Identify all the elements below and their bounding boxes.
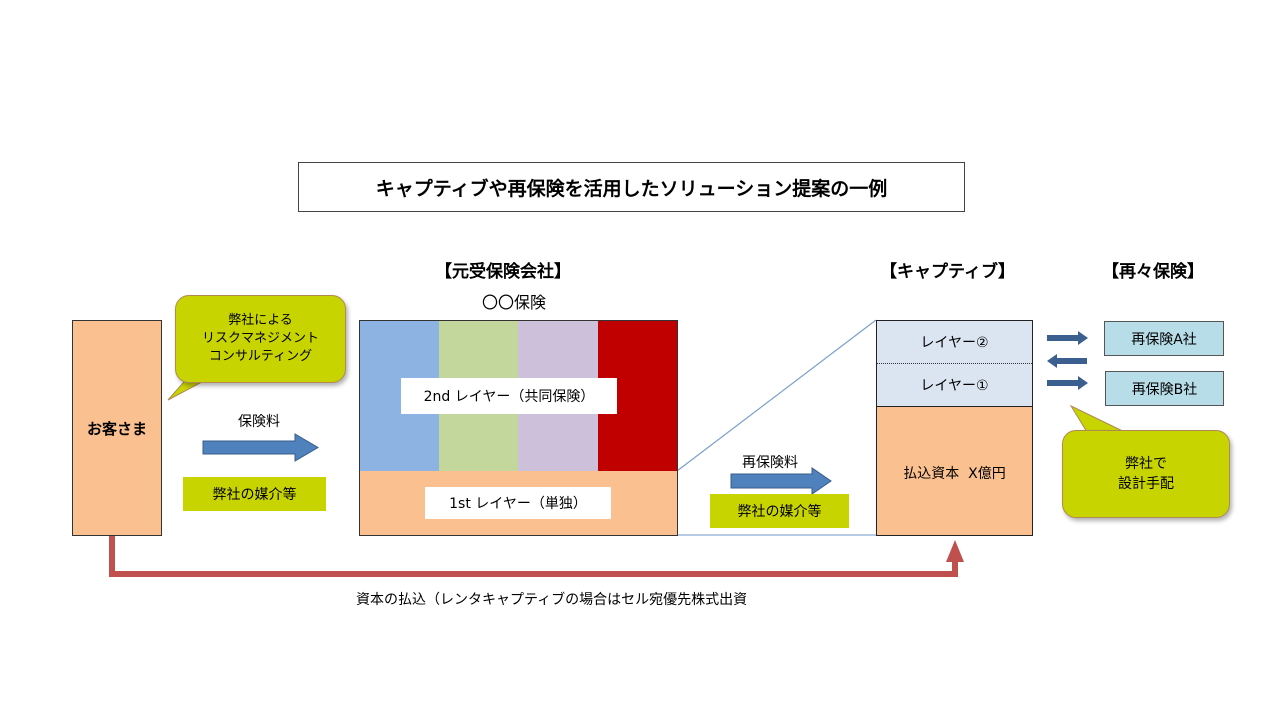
- arrow-to-reinsurer-a: [1047, 331, 1088, 345]
- primary-insurer-name: 〇〇保険: [482, 293, 547, 312]
- brokerage-label: 弊社の媒介等: [737, 504, 822, 520]
- premium-label: 保険料: [238, 414, 280, 430]
- page-title: キャプティブや再保険を活用したソリューション提案の一例: [298, 162, 965, 212]
- reinsurer-b-box: 再保険B社: [1105, 371, 1224, 406]
- captive-capital: 払込資本 X億円: [903, 466, 1006, 482]
- premium-arrow: [202, 433, 319, 462]
- retrocession-heading: 【再々保険】: [1102, 262, 1204, 282]
- captive-layer2: レイヤー②: [877, 321, 1032, 364]
- captive-box: レイヤー② レイヤー① 払込資本 X億円: [876, 320, 1033, 536]
- consulting-bubble: 弊社による リスクマネジメント コンサルティング: [175, 295, 346, 383]
- layer2-label: 2nd レイヤー（共同保険）: [401, 378, 617, 414]
- customer-label: お客さま: [86, 419, 147, 438]
- primary-insurer-heading: 【元受保険会社】: [435, 262, 571, 282]
- design-line: 弊社で: [1125, 456, 1167, 472]
- captive-layer1: レイヤー①: [877, 364, 1032, 407]
- brokerage-label: 弊社の媒介等: [212, 487, 297, 503]
- design-line: 設計手配: [1118, 476, 1174, 492]
- consulting-line: リスクマネジメント: [201, 331, 319, 346]
- projection-line-top: [676, 319, 877, 472]
- layer1-label: 1st レイヤー（単独）: [425, 487, 611, 519]
- brokerage-box: 弊社の媒介等: [183, 477, 326, 511]
- capital-arrowhead: [946, 540, 964, 562]
- reinsurance-premium-label: 再保険料: [742, 455, 798, 471]
- brokerage-box-2: 弊社の媒介等: [710, 494, 849, 528]
- reinsurer-a-box: 再保険A社: [1104, 321, 1224, 356]
- arrow-from-reinsurer: [1047, 354, 1087, 368]
- design-bubble: 弊社で 設計手配: [1062, 430, 1230, 518]
- capital-payment-arrow: [109, 536, 958, 577]
- consulting-line: コンサルティング: [208, 349, 313, 364]
- primary-insurer-box: 2nd レイヤー（共同保険） 1st レイヤー（単独）: [359, 320, 678, 536]
- capital-caption: 資本の払込（レンタキャプティブの場合はセル宛優先株式出資: [356, 592, 748, 608]
- customer-box: お客さま: [72, 320, 162, 536]
- consulting-line: 弊社による: [228, 313, 293, 328]
- captive-heading: 【キャプティブ】: [880, 262, 1015, 282]
- reinsurance-premium-arrow: [730, 467, 832, 495]
- arrow-to-reinsurer-b: [1047, 376, 1088, 390]
